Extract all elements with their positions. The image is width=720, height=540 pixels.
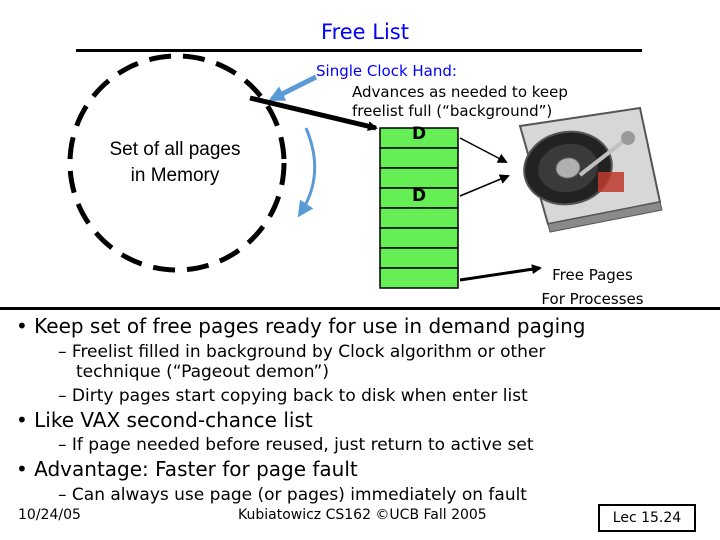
free-pages-arrow [459, 264, 542, 282]
memory-set-label: Set of all pages in Memory [80, 137, 270, 189]
freelist-slot [379, 207, 459, 229]
sub-bullet-continuation: technique (“Pageout demon”) [76, 362, 329, 382]
free-pages-label-line: Free Pages [552, 266, 633, 284]
freelist-slot [379, 247, 459, 269]
clock-hand-desc-line: Advances as needed to keep [352, 83, 568, 101]
dirty-to-disk-arrow-2 [459, 174, 510, 197]
footer-date: 10/24/05 [18, 507, 81, 523]
freelist-queue [379, 127, 459, 289]
sub-bullet-item: – Can always use page (or pages) immedia… [58, 485, 527, 505]
dirty-to-disk-arrow-1 [459, 137, 508, 163]
clock-hand-description: Advances as needed to keep freelist full… [352, 83, 568, 121]
hand-pointer-arrow [268, 74, 318, 102]
freelist-slot [379, 227, 459, 249]
freelist-slot [379, 167, 459, 189]
clock-hand-arrow [249, 95, 378, 132]
memory-set-label-line: in Memory [130, 165, 220, 186]
dirty-page-marker: D [412, 124, 427, 144]
memory-set-label-line: Set of all pages [109, 139, 241, 160]
hard-disk-icon [518, 106, 663, 233]
sub-bullet-item: – Dirty pages start copying back to disk… [58, 386, 528, 406]
title-underline [76, 49, 642, 52]
bullet-item: • Advantage: Faster for page fault [16, 457, 358, 481]
footer-course: Kubiatowicz CS162 ©UCB Fall 2005 [238, 507, 487, 523]
free-pages-label-line: For Processes [541, 290, 644, 308]
section-divider [0, 307, 720, 310]
free-list-diagram [67, 53, 663, 289]
slide-title: Free List [321, 20, 409, 44]
freelist-slot [379, 147, 459, 169]
clock-hand-title: Single Clock Hand: [316, 62, 457, 80]
sub-bullet-item: – If page needed before reused, just ret… [58, 435, 534, 455]
bullet-item: • Like VAX second-chance list [16, 408, 313, 432]
clock-hand-desc-line: freelist full (“background”) [352, 102, 553, 120]
free-pages-label: Free Pages For Processes [520, 263, 665, 311]
lecture-number-badge: Lec 15.24 [598, 504, 696, 532]
dirty-page-marker: D [412, 186, 427, 206]
freelist-slot [379, 267, 459, 289]
sub-bullet-item: – Freelist filled in background by Clock… [58, 342, 546, 362]
clock-sweep-arrow [297, 127, 317, 218]
memory-pages-circle [67, 53, 287, 273]
bullet-item: • Keep set of free pages ready for use i… [16, 314, 586, 338]
